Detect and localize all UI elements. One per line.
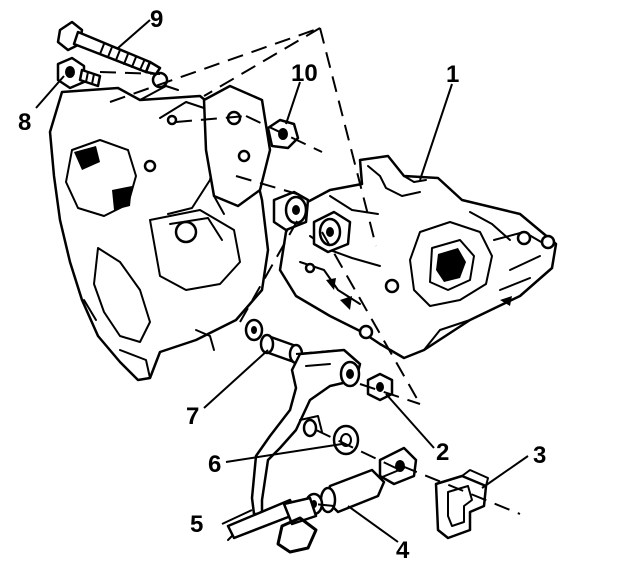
assembly-guide-lines — [99, 27, 521, 515]
retaining-clip-part-3 — [434, 469, 489, 540]
washer-part-6 — [332, 424, 360, 456]
callout-5: 5 — [190, 511, 203, 538]
pushrod-bracket — [378, 446, 418, 486]
clutch-housing-part-1 — [278, 154, 558, 360]
slave-cylinder-part-4 — [304, 467, 405, 516]
pivot-boss-left — [272, 190, 310, 232]
callout-2: 2 — [436, 439, 449, 466]
callout-1: 1 — [446, 61, 459, 88]
callout-4: 4 — [396, 537, 410, 564]
callout-10: 10 — [291, 60, 318, 87]
bolt-part-9 — [56, 20, 162, 76]
cylinder-bracket — [202, 84, 272, 215]
callout-7: 7 — [186, 403, 199, 430]
callout-9: 9 — [150, 6, 163, 33]
hydraulic-line-part-5 — [226, 496, 318, 554]
callout-labels: 9 8 10 1 2 3 4 5 6 7 — [18, 6, 546, 564]
clutch-fork-lever — [250, 348, 362, 516]
nut-part-10 — [266, 118, 300, 150]
leader-lines — [35, 19, 529, 543]
pivot-boss-right — [312, 210, 352, 254]
callout-3: 3 — [533, 442, 546, 469]
callout-6: 6 — [208, 451, 221, 478]
stud-nut-part-8 — [56, 56, 102, 90]
pivot-pin-part-7 — [244, 318, 304, 365]
callout-8: 8 — [18, 109, 31, 136]
